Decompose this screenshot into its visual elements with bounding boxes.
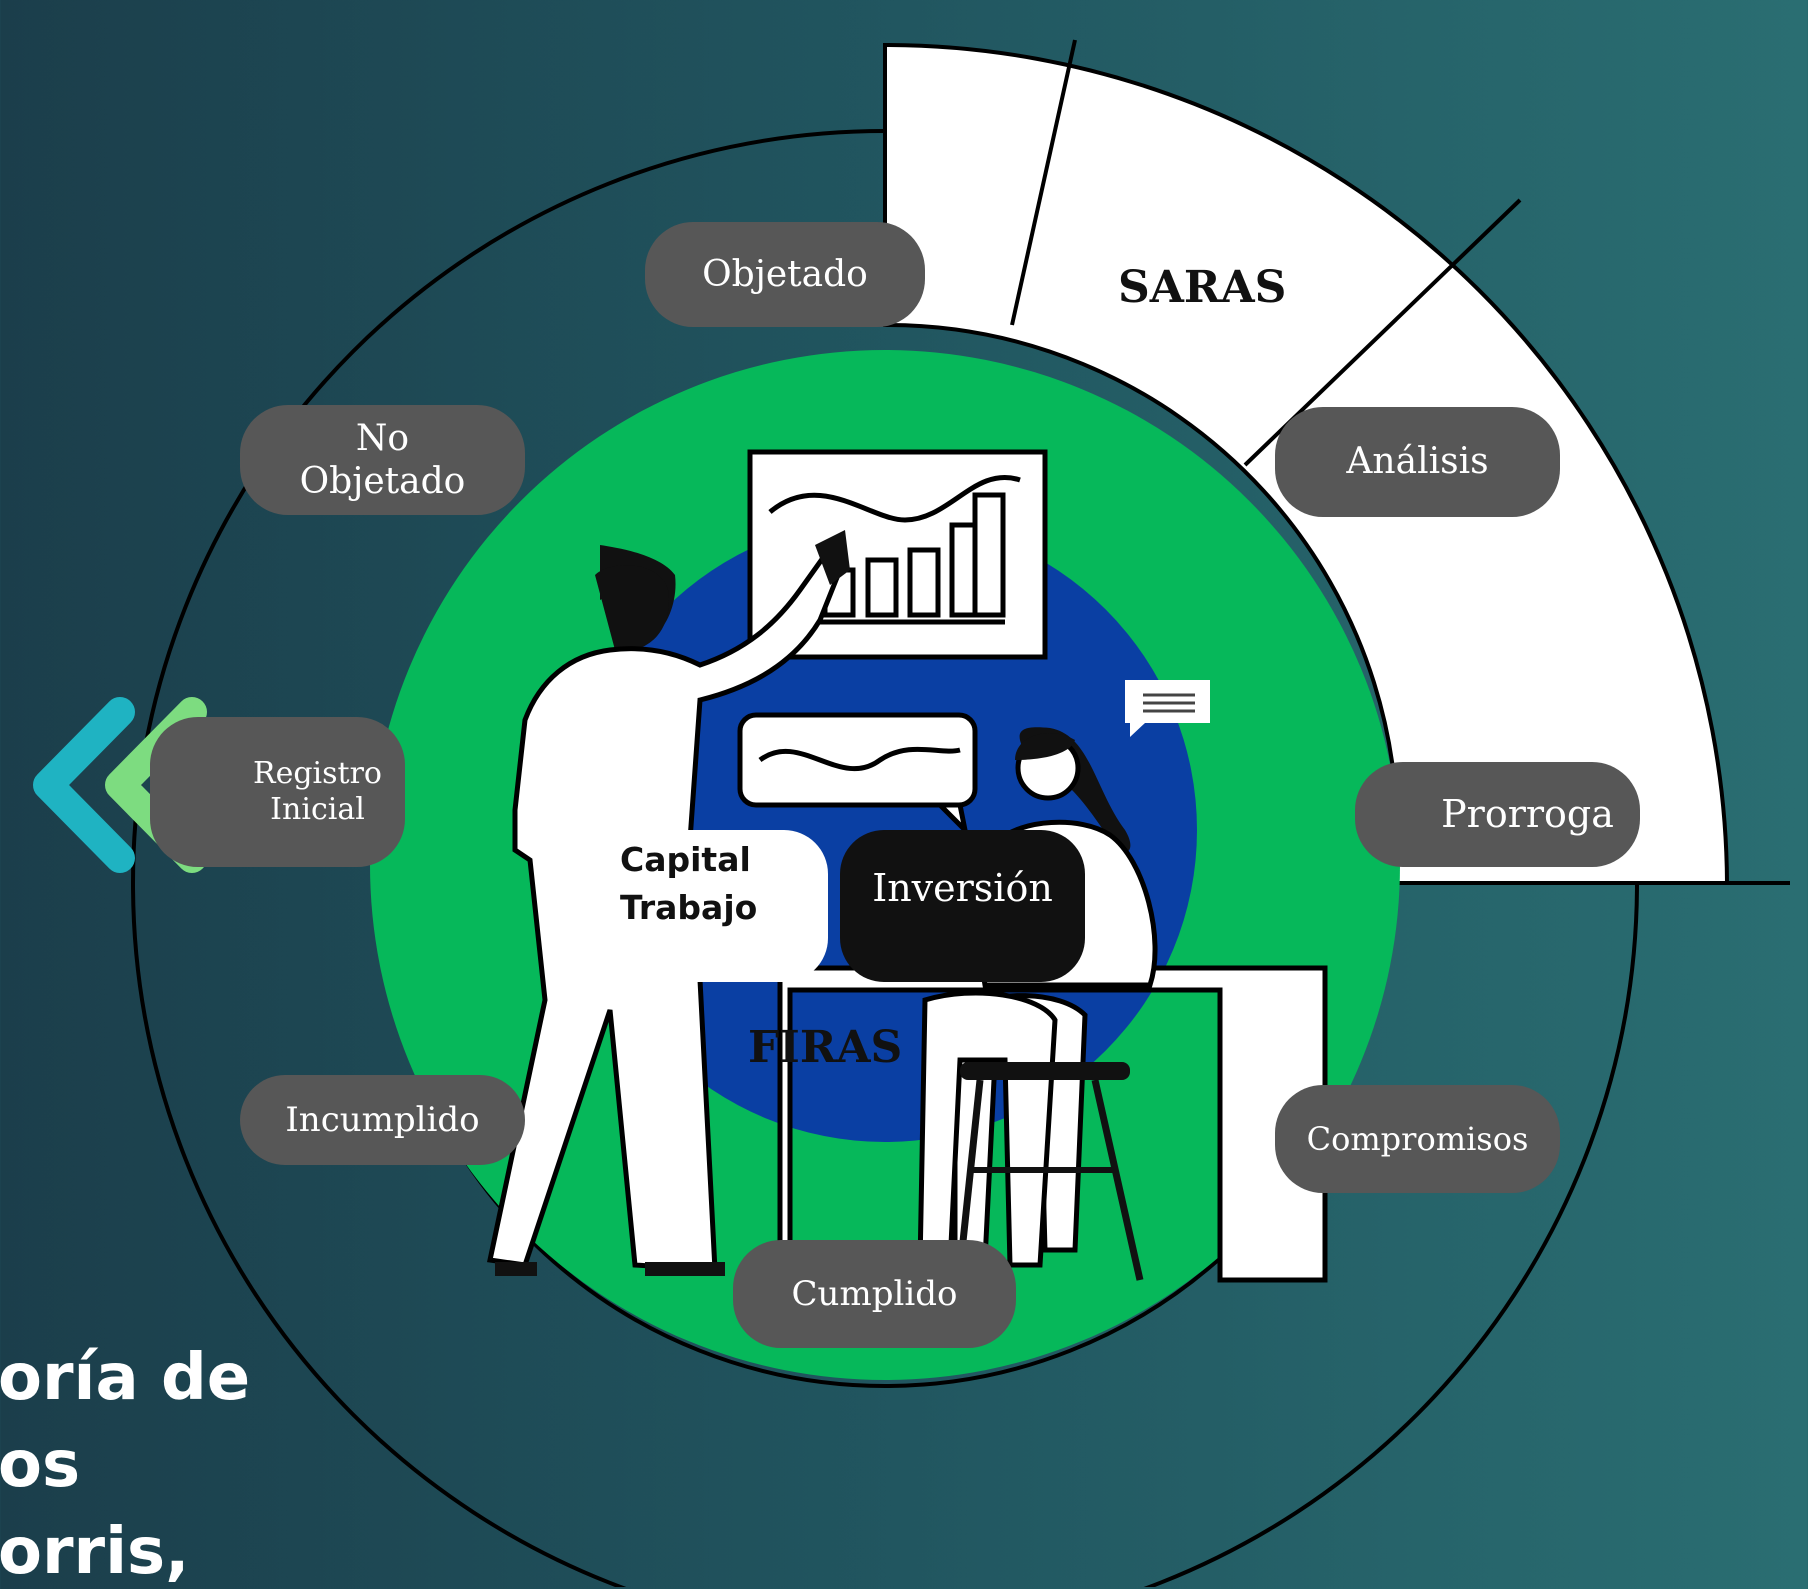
stage-registro-inicial[interactable]: Registro Inicial [150, 717, 405, 867]
capital-trabajo-card [598, 830, 828, 982]
capital-trabajo-label: Capital Trabajo [620, 836, 810, 932]
stage-no-objetado-line-2: Objetado [299, 461, 466, 502]
stage-compromisos[interactable]: Compromisos [1275, 1085, 1560, 1193]
footer-text-line-2: os [0, 1428, 81, 1502]
stage-cumplido[interactable]: Cumplido [733, 1240, 1016, 1348]
capital-line: Capital [620, 840, 751, 879]
footer-text-line-3: orris, [0, 1515, 190, 1589]
saras-divider-1 [1010, 39, 1077, 326]
stage-registro-line-2: Inicial [270, 792, 365, 827]
stage-compromisos-label: Compromisos [1306, 1119, 1529, 1158]
stage-cumplido-label: Cumplido [791, 1273, 958, 1314]
stage-no-objetado[interactable]: No Objetado [240, 405, 525, 515]
stage-registro-line-1: Registro [253, 756, 382, 791]
speech-bubble-icon [737, 712, 978, 838]
stage-incumplido[interactable]: Incumplido [240, 1075, 525, 1165]
stage-objetado[interactable]: Objetado [645, 222, 925, 327]
inversion-label: Inversión [872, 866, 1053, 910]
stage-analisis[interactable]: Análisis [1275, 407, 1560, 517]
stage-prorroga-label: Prorroga [1441, 791, 1614, 836]
stage-analisis-label: Análisis [1346, 441, 1489, 483]
stage-no-objetado-line-1: No [355, 417, 410, 459]
stage-prorroga[interactable]: Prorroga [1355, 762, 1640, 867]
stool-illustration [956, 1062, 1144, 1281]
stage-objetado-label: Objetado [702, 253, 868, 295]
chart-board-icon [747, 449, 1048, 660]
message-icon [1125, 680, 1210, 737]
saras-label: SARAS [1118, 262, 1287, 313]
stage-incumplido-label: Incumplido [285, 1099, 480, 1140]
firas-label: FIRAS [748, 1022, 903, 1073]
footer-text-line-1: oría de [0, 1341, 251, 1415]
inversion-card [840, 830, 1085, 982]
trabajo-line: Trabajo [620, 887, 758, 927]
